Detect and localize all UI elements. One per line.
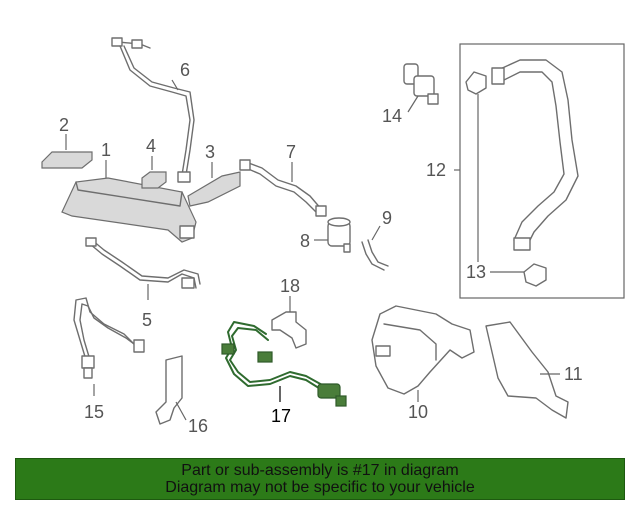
callout-14: 14 [382,106,402,126]
callout-13: 13 [466,262,486,282]
leader-16 [175,401,187,421]
callout-12: 12 [426,160,446,180]
callout-18: 18 [280,276,300,296]
part-17-oxygen-sensor[interactable] [221,321,347,407]
callout-7: 7 [286,142,296,162]
callout-3: 3 [205,142,215,162]
part-9-hose[interactable] [361,239,389,271]
banner-line-2: Diagram may not be specific to your vehi… [165,479,475,496]
part-7-hose[interactable] [239,159,327,217]
part-3-bracket[interactable] [187,171,241,207]
callout-4: 4 [146,136,156,156]
banner-line-1: Part or sub-assembly is #17 in diagram [181,462,459,479]
part-18-bracket[interactable] [271,311,307,349]
part-14-valve[interactable] [403,63,439,105]
part-15-sensor[interactable] [73,297,145,379]
callout-8: 8 [300,231,310,251]
info-banner: Part or sub-assembly is #17 in diagram D… [15,458,625,500]
part-12-group-box [459,43,625,299]
callout-6: 6 [180,60,190,80]
callout-2: 2 [59,115,69,135]
callout-15: 15 [84,402,104,422]
part-1-canister[interactable] [61,177,197,243]
part-16-bracket[interactable] [155,355,183,425]
part-8-valve[interactable] [327,217,351,253]
callout-16: 16 [188,416,208,436]
part-5-tube[interactable] [85,237,201,289]
part-10-pump[interactable] [371,305,475,395]
leader-14 [407,95,419,113]
part-4-block[interactable] [141,171,167,189]
callout-11: 11 [564,364,583,384]
callout-5: 5 [142,310,152,330]
leader-9 [371,225,381,241]
callout-17: 17 [271,406,291,426]
part-11-duct[interactable] [485,321,569,419]
callout-1: 1 [101,140,111,160]
part-13-clamp[interactable] [465,71,547,287]
part-12-hose[interactable] [491,59,579,251]
part-2-bracket[interactable] [41,151,93,169]
part-6-hose[interactable] [111,37,195,183]
callout-10: 10 [408,402,428,422]
leader-6 [171,79,179,91]
callout-9: 9 [382,208,392,228]
